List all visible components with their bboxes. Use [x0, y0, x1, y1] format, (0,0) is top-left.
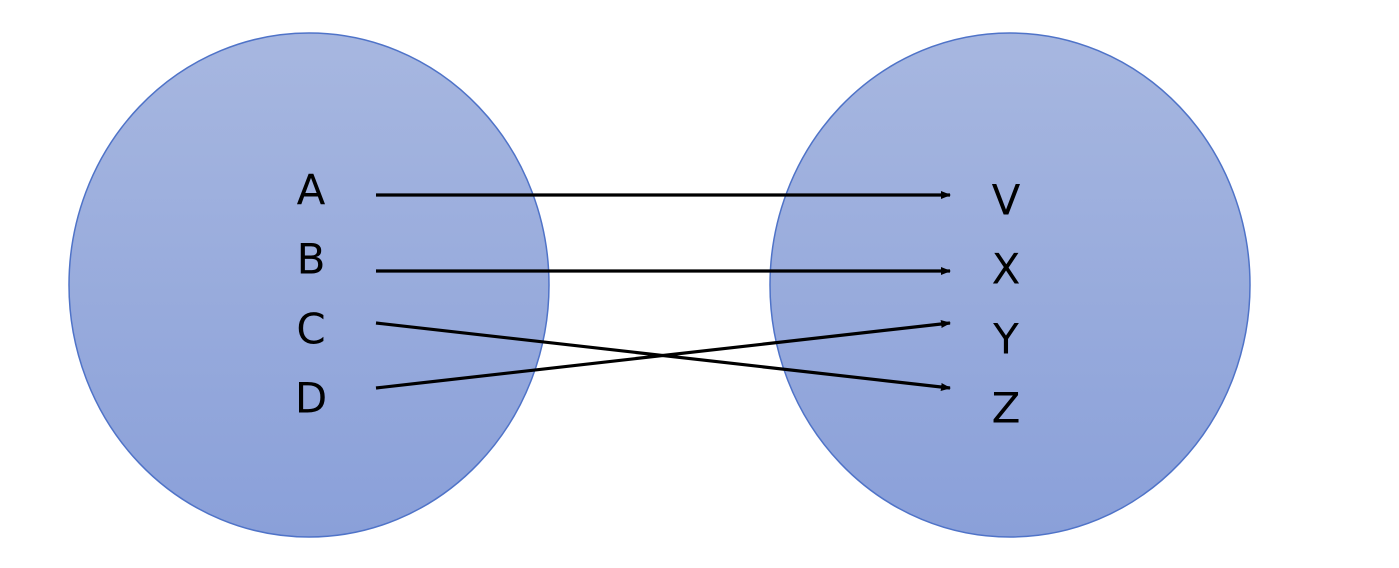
codomain-labels: V X Y Z [992, 176, 1021, 433]
domain-element-label: A [297, 166, 326, 215]
codomain-set-circle [769, 32, 1251, 538]
codomain-element-label: V [992, 176, 1021, 225]
domain-element-label: D [295, 374, 327, 423]
mapping-arrows [375, 191, 951, 391]
domain-element-label: B [297, 235, 326, 284]
domain-labels: A B C D [295, 166, 327, 423]
domain-element-label: C [296, 305, 325, 354]
codomain-element-label: Z [992, 384, 1021, 433]
mapping-arrow-d-y [375, 320, 951, 390]
codomain-element-label: Y [992, 315, 1019, 364]
domain-set-circle [68, 32, 550, 538]
codomain-element-label: X [992, 245, 1021, 294]
